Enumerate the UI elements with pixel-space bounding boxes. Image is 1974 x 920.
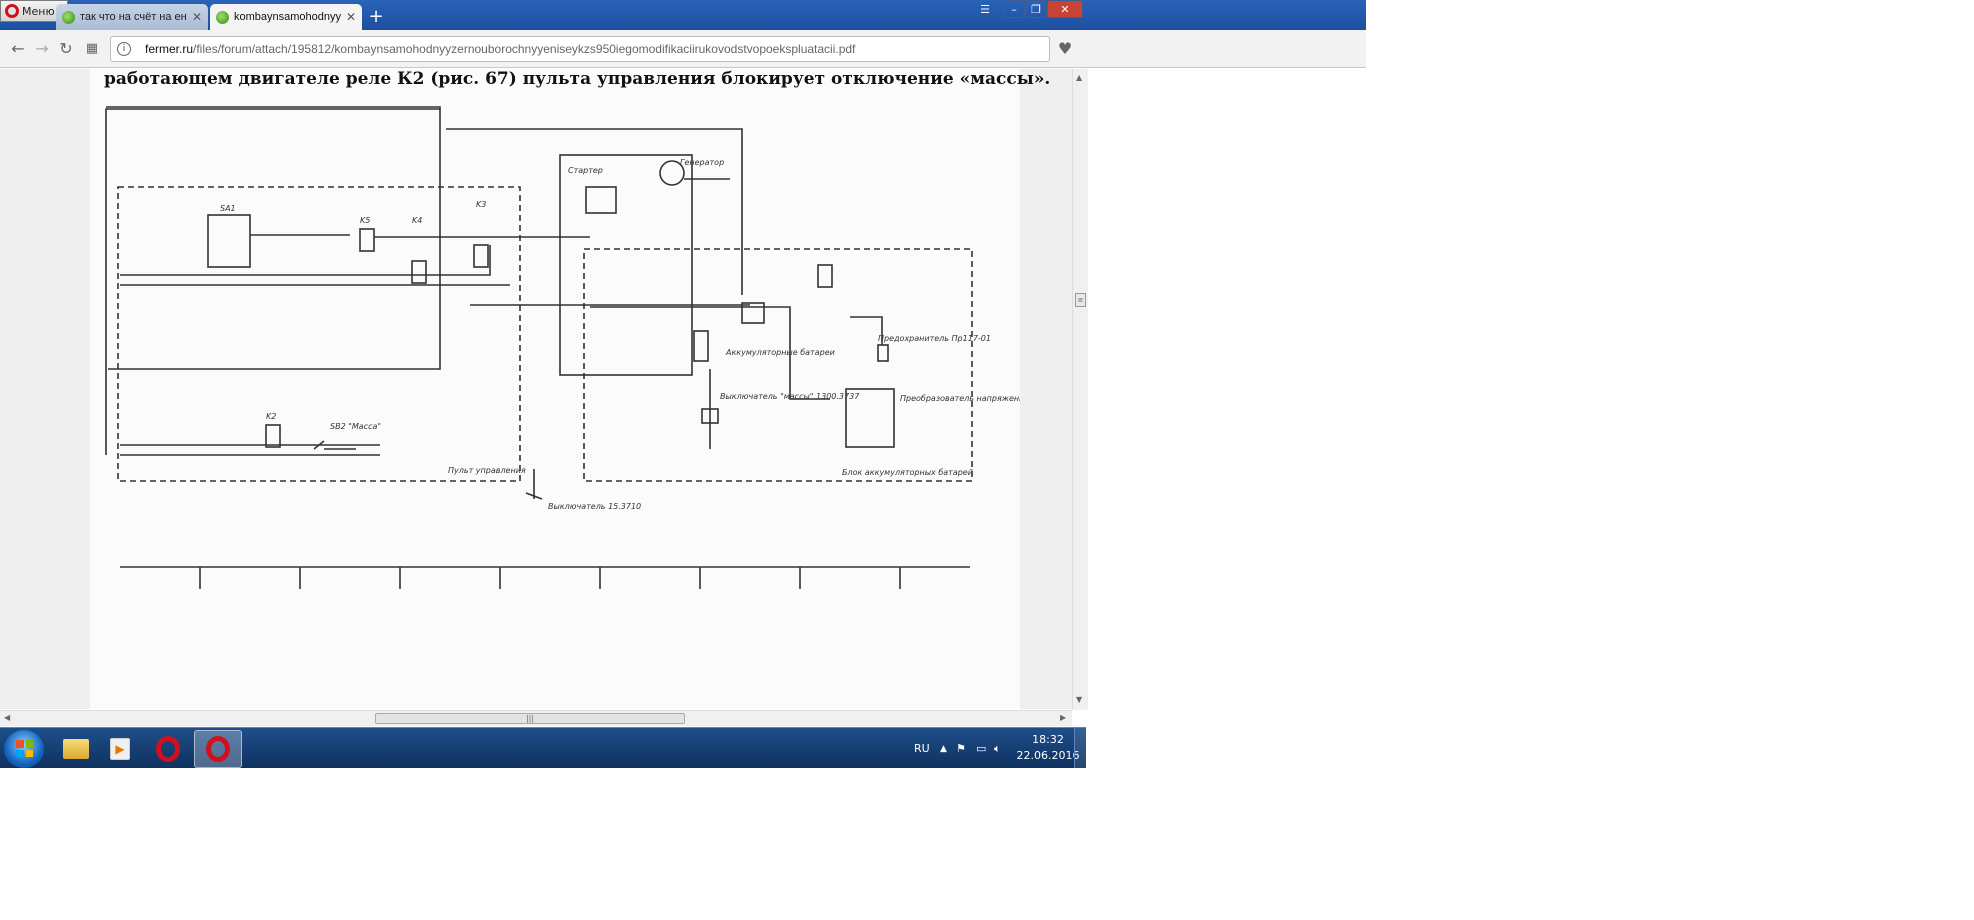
- label-sb2: SB2 "Масса": [330, 422, 381, 431]
- label-starter: Стартер: [568, 166, 603, 175]
- label-sa1: SA1: [220, 204, 236, 213]
- taskbar-explorer-button[interactable]: [48, 730, 104, 768]
- label-converter: Преобразователь напряжения ЛС3759: [900, 394, 1020, 403]
- forward-button[interactable]: →: [35, 39, 49, 58]
- horizontal-scrollbar[interactable]: ◀ ||| ▶: [0, 710, 1072, 726]
- label-mass-switch: Выключатель "массы" 1300.3737: [720, 392, 860, 401]
- taskbar-clock[interactable]: 18:32 22.06.2016: [1010, 732, 1086, 764]
- minimize-button[interactable]: –: [1003, 0, 1025, 18]
- opera-icon: [206, 736, 230, 762]
- site-favicon-icon: [216, 10, 229, 24]
- tab-label: так что на счёт на енисей: [80, 11, 187, 23]
- clock-time: 18:32: [1032, 733, 1064, 746]
- taskbar-opera-active-button[interactable]: [194, 730, 242, 768]
- horizontal-scroll-thumb[interactable]: |||: [375, 713, 685, 724]
- url-host: fermer.ru: [145, 42, 194, 56]
- tab-close-icon[interactable]: ✕: [345, 10, 356, 24]
- scroll-left-arrow-icon[interactable]: ◀: [4, 713, 11, 722]
- url-path: /files/forum/attach/195812/kombaynsamoho…: [193, 42, 856, 56]
- windows-taskbar: ▶ RU ▲ ⚑ ▭ 🔈︎ 18:32 22.06.2016: [0, 727, 1086, 768]
- label-battery: Аккумуляторные батареи: [725, 348, 835, 357]
- screen: Меню так что на счёт на енисей ✕ kombayn…: [0, 0, 1366, 768]
- label-switch: Выключатель 15.3710: [548, 502, 641, 511]
- tab-pdf[interactable]: kombaynsamohodnyyzerno ✕: [210, 4, 362, 30]
- scroll-up-arrow-icon[interactable]: ▲: [1076, 73, 1083, 82]
- tab-forum[interactable]: так что на счёт на енисей ✕: [56, 4, 208, 30]
- tab-strip: Меню так что на счёт на енисей ✕ kombayn…: [0, 0, 1366, 30]
- pdf-text-line: работающем двигателе реле К2 (рис. 67) п…: [104, 69, 1051, 89]
- address-toolbar: ← → ↻ ▦ i fermer.ru/files/forum/attach/1…: [0, 30, 1366, 68]
- site-info-icon[interactable]: i: [117, 42, 131, 56]
- address-bar[interactable]: i fermer.ru/files/forum/attach/195812/ko…: [110, 36, 1050, 62]
- maximize-button[interactable]: ❐: [1025, 0, 1047, 18]
- label-k2: K2: [266, 412, 276, 421]
- start-button[interactable]: [4, 730, 44, 768]
- action-center-flag-icon[interactable]: ⚑: [956, 742, 966, 755]
- label-fuse: Предохранитель Пр117-01: [878, 334, 991, 343]
- taskbar-opera-button[interactable]: [140, 730, 196, 768]
- media-player-icon: ▶: [110, 738, 130, 760]
- tab-menu-icon[interactable]: ☰: [980, 2, 990, 16]
- label-battery-block: Блок аккумуляторных батарей: [842, 468, 973, 477]
- folder-icon: [63, 739, 89, 759]
- opera-logo-icon: [5, 4, 19, 18]
- clock-date: 22.06.2016: [1016, 749, 1080, 762]
- tab-close-icon[interactable]: ✕: [191, 10, 202, 24]
- back-button[interactable]: ←: [11, 39, 25, 58]
- network-icon[interactable]: ▭: [976, 742, 987, 755]
- label-console: Пульт управления: [448, 466, 526, 475]
- new-tab-button[interactable]: +: [368, 6, 384, 27]
- bookmark-heart-icon[interactable]: ♥: [1057, 39, 1073, 58]
- label-k4: K4: [412, 216, 422, 225]
- opera-menu-button[interactable]: Меню: [0, 0, 68, 22]
- reload-button[interactable]: ↻: [59, 39, 73, 58]
- tray-expand-icon[interactable]: ▲: [940, 743, 947, 754]
- vertical-scroll-thumb[interactable]: ≡: [1075, 293, 1086, 307]
- speed-dial-grid-icon[interactable]: ▦: [85, 41, 99, 56]
- close-window-button[interactable]: ✕: [1047, 0, 1083, 18]
- scroll-down-arrow-icon[interactable]: ▼: [1076, 695, 1083, 704]
- label-k5: K5: [360, 216, 370, 225]
- volume-icon[interactable]: 🔈︎: [994, 741, 1001, 755]
- pdf-page: работающем двигателе реле К2 (рис. 67) п…: [90, 69, 1050, 709]
- label-k3: K3: [476, 200, 486, 209]
- vertical-scrollbar[interactable]: ▲ ≡ ▼: [1072, 69, 1088, 710]
- opera-icon: [156, 736, 180, 762]
- language-indicator[interactable]: RU: [914, 742, 930, 755]
- wiring-diagram: SA1 K5 K4 K3 K2 SB2 "Масса" Стартер Гене…: [105, 106, 1020, 589]
- show-desktop-button[interactable]: [1074, 728, 1086, 768]
- pdf-viewport[interactable]: работающем двигателе реле К2 (рис. 67) п…: [0, 69, 1072, 709]
- tab-label: kombaynsamohodnyyzerno: [234, 11, 341, 23]
- scroll-right-arrow-icon[interactable]: ▶: [1060, 713, 1067, 722]
- menu-label: Меню: [22, 4, 55, 18]
- site-favicon-icon: [62, 10, 75, 24]
- label-generator: Генератор: [680, 158, 724, 167]
- url-text: fermer.ru/files/forum/attach/195812/komb…: [145, 42, 855, 56]
- taskbar-media-player-button[interactable]: ▶: [92, 730, 148, 768]
- windows-flag-icon: [16, 740, 33, 757]
